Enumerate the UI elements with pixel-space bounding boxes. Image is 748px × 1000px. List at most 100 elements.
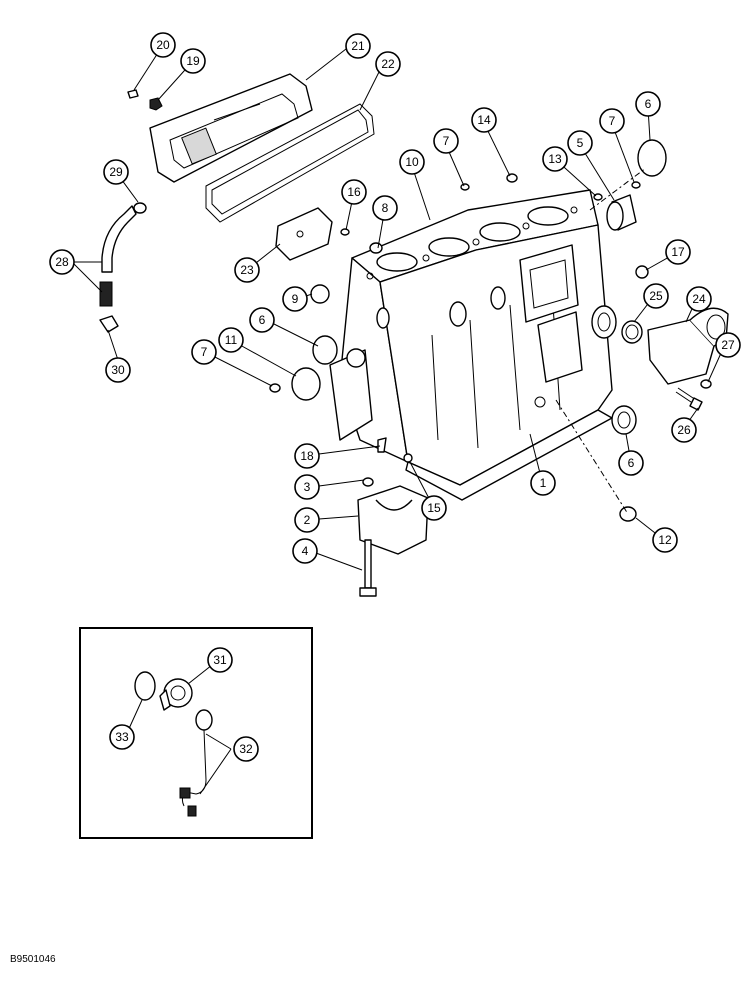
main-bearing-cap <box>357 485 429 555</box>
callout-28: 28 <box>49 249 75 275</box>
svg-text:19: 19 <box>186 54 200 68</box>
dowel-pin <box>377 437 387 453</box>
washer <box>700 379 712 389</box>
svg-text:12: 12 <box>658 533 672 547</box>
svg-text:17: 17 <box>671 245 685 259</box>
callout-21: 21 <box>345 33 371 59</box>
cover-bolt <box>127 89 139 99</box>
breather-hose <box>99 205 137 307</box>
svg-text:9: 9 <box>292 292 299 306</box>
callout-11: 11 <box>218 327 244 353</box>
callout-10: 10 <box>399 149 425 175</box>
plug-6-top <box>637 139 667 177</box>
callout-6-rear: 6 <box>618 450 644 476</box>
svg-text:25: 25 <box>649 289 663 303</box>
dowel <box>362 477 374 487</box>
valve-cover-gasket <box>205 103 375 223</box>
figure-id: B9501046 <box>10 954 56 965</box>
callout-29: 29 <box>103 159 129 185</box>
callout-4: 4 <box>292 538 318 564</box>
svg-text:6: 6 <box>259 313 266 327</box>
svg-text:16: 16 <box>347 185 361 199</box>
callout-15: 15 <box>421 495 447 521</box>
callout-8: 8 <box>372 195 398 221</box>
callout-5: 5 <box>567 130 593 156</box>
plug-11 <box>291 367 321 401</box>
svg-text:22: 22 <box>381 57 395 71</box>
callout-7-top: 7 <box>433 128 459 154</box>
svg-text:3: 3 <box>304 480 311 494</box>
cylinder-block <box>329 189 617 501</box>
callout-30: 30 <box>105 357 131 383</box>
callout-3: 3 <box>294 474 320 500</box>
plug-9 <box>310 284 330 304</box>
heater-cord <box>179 729 207 817</box>
callout-23: 23 <box>234 257 260 283</box>
callout-31: 31 <box>207 647 233 673</box>
svg-text:7: 7 <box>443 134 450 148</box>
callout-26: 26 <box>671 417 697 443</box>
svg-text:33: 33 <box>115 730 129 744</box>
svg-text:23: 23 <box>240 263 254 277</box>
callout-16: 16 <box>341 179 367 205</box>
centerline <box>555 399 629 515</box>
cover-plate <box>275 207 333 261</box>
callout-12: 12 <box>652 527 678 553</box>
callout-18: 18 <box>294 443 320 469</box>
callout-6-front: 6 <box>249 307 275 333</box>
svg-text:10: 10 <box>405 155 419 169</box>
small-plugs <box>269 173 649 463</box>
callout-25: 25 <box>643 283 669 309</box>
valve-cover <box>149 73 313 183</box>
svg-text:14: 14 <box>477 113 491 127</box>
svg-text:15: 15 <box>427 501 441 515</box>
svg-text:28: 28 <box>55 255 69 269</box>
seal-ring <box>621 320 643 344</box>
svg-text:6: 6 <box>628 456 635 470</box>
main-bearing-bolt <box>359 539 377 597</box>
bushing-5 <box>606 194 637 231</box>
svg-text:6: 6 <box>645 97 652 111</box>
callout-13: 13 <box>542 146 568 172</box>
svg-text:5: 5 <box>577 136 584 150</box>
plug-6-rear <box>611 405 637 435</box>
callout-14: 14 <box>471 107 497 133</box>
callout-9: 9 <box>282 286 308 312</box>
svg-text:7: 7 <box>609 114 616 128</box>
svg-text:7: 7 <box>201 345 208 359</box>
housing-bolt <box>675 387 703 411</box>
centerline <box>589 167 647 211</box>
callout-22: 22 <box>375 51 401 77</box>
svg-text:4: 4 <box>302 544 309 558</box>
callout-19: 19 <box>180 48 206 74</box>
callout-2: 2 <box>294 507 320 533</box>
plug-12 <box>619 506 637 522</box>
callout-20: 20 <box>150 32 176 58</box>
callout-17: 17 <box>665 239 691 265</box>
svg-text:1: 1 <box>540 476 547 490</box>
svg-text:11: 11 <box>225 333 238 347</box>
plug-6-front <box>312 335 338 365</box>
callout-32: 32 <box>233 736 259 762</box>
svg-text:2: 2 <box>304 513 311 527</box>
block-heater <box>159 678 213 731</box>
svg-text:20: 20 <box>156 38 170 52</box>
hose-bracket <box>99 315 119 333</box>
svg-text:27: 27 <box>721 338 735 352</box>
svg-text:30: 30 <box>111 363 125 377</box>
svg-text:29: 29 <box>109 165 123 179</box>
svg-text:32: 32 <box>239 742 253 756</box>
callout-33: 33 <box>109 724 135 750</box>
svg-text:18: 18 <box>300 449 314 463</box>
svg-text:21: 21 <box>351 39 365 53</box>
callout-7-right: 7 <box>599 108 625 134</box>
callout-24: 24 <box>686 286 712 312</box>
svg-text:24: 24 <box>692 292 706 306</box>
svg-text:13: 13 <box>548 152 562 166</box>
hose-clamp <box>133 202 147 214</box>
cover-nut <box>149 97 163 111</box>
callout-7-left: 7 <box>191 339 217 365</box>
svg-text:26: 26 <box>677 423 691 437</box>
callout-1: 1 <box>530 470 556 496</box>
